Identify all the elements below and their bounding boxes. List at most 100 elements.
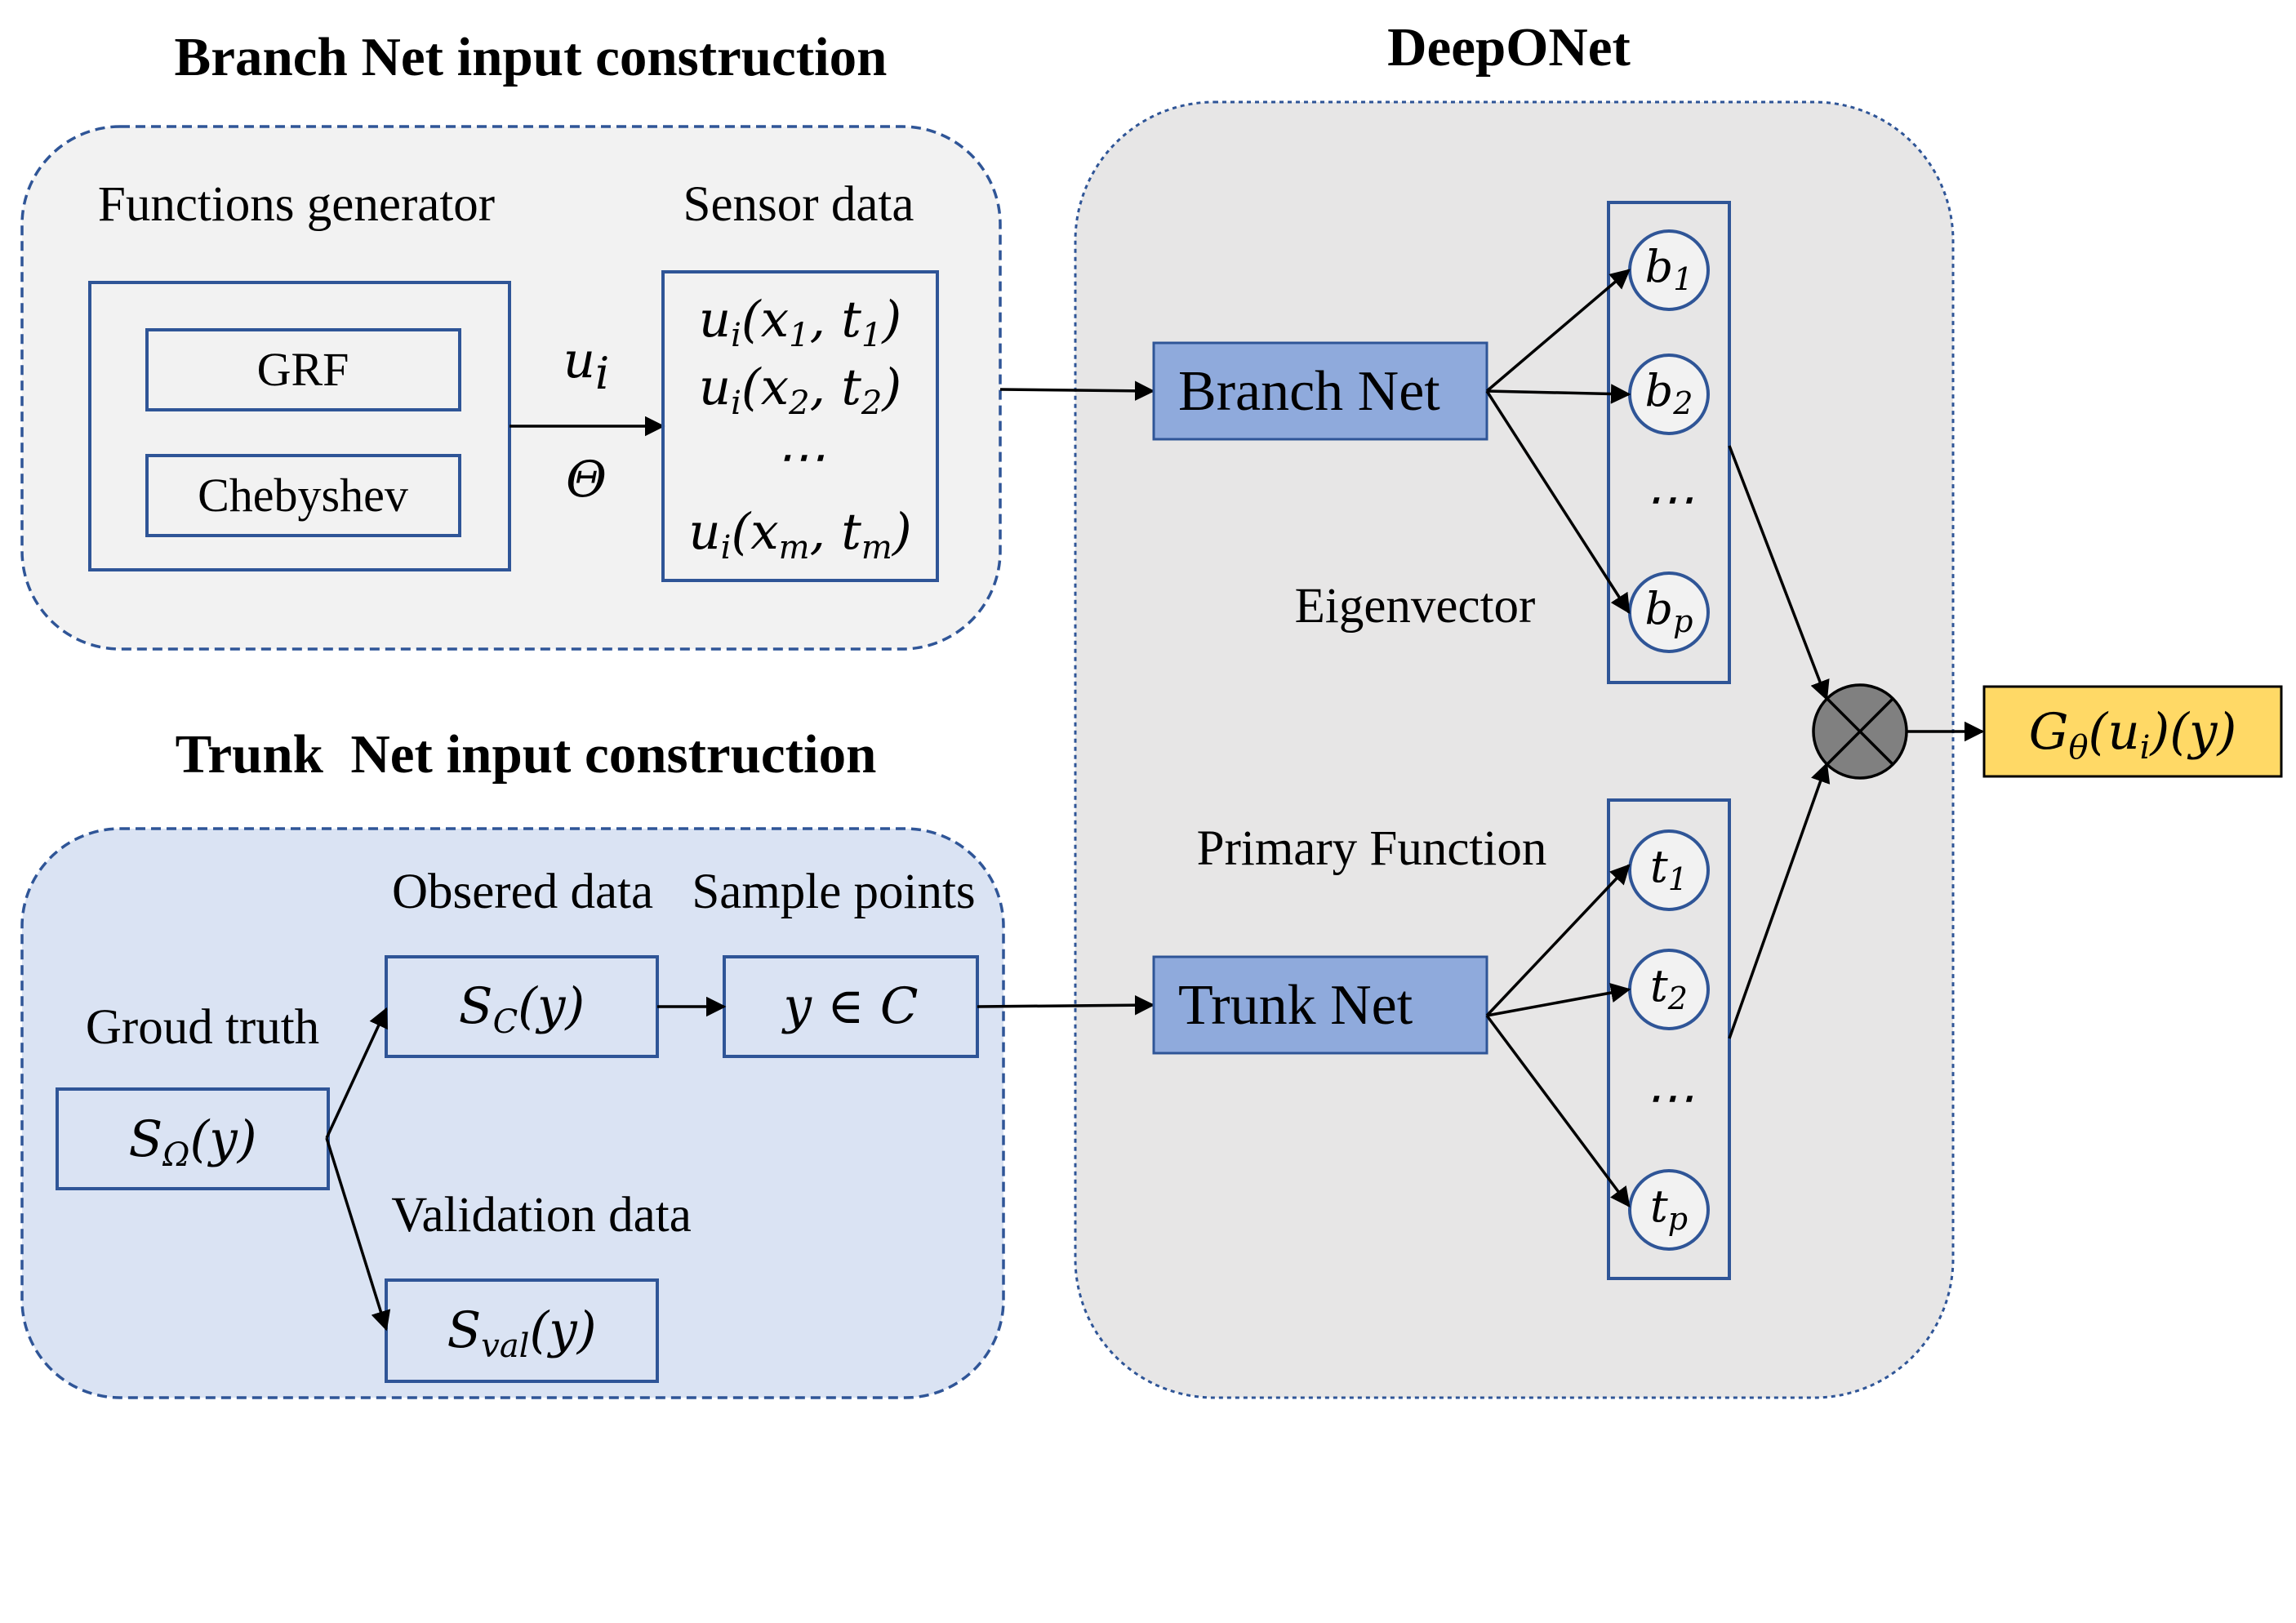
sensor-row-part: x xyxy=(761,358,789,416)
sensor-row-part: t xyxy=(841,358,861,416)
ground-truth-to-observed-arrow xyxy=(325,1007,388,1139)
sensor-row-subscript: m xyxy=(779,529,810,567)
sensor-row-part: u xyxy=(699,358,731,416)
t-node-base: t xyxy=(1650,960,1668,1012)
sensor-row-part: , xyxy=(810,291,842,349)
u-i-sub: i xyxy=(595,348,609,399)
sensor-row-part: ( xyxy=(741,291,762,349)
grf-box xyxy=(145,328,461,411)
s-val-base: S xyxy=(447,1301,481,1359)
trunk-fan-arrows xyxy=(1485,864,1631,1207)
grf-text: GRF xyxy=(257,343,349,396)
sensor-row-subscript: i xyxy=(731,385,741,422)
branch-fan-arrows xyxy=(1485,269,1631,615)
sensor-row-part: t xyxy=(841,291,861,349)
t-node-base: t xyxy=(1650,841,1668,892)
s-omega-arg: (y) xyxy=(189,1110,256,1168)
t-vector-to-product-arrow xyxy=(1728,762,1831,1039)
b-node-sub: p xyxy=(1673,603,1693,639)
s-val-sub: val xyxy=(481,1327,529,1365)
sensor-to-branch-net-arrow xyxy=(999,380,1155,402)
trunk-net-box xyxy=(1152,955,1488,1055)
t-node-sub: 1 xyxy=(1668,861,1688,897)
sensor-row-subscript: 2 xyxy=(788,385,809,422)
sample-to-trunk-net-arrow xyxy=(977,994,1155,1016)
sensor-row-subscript: i xyxy=(731,317,741,354)
sensor-rows: ui(x1, t1)ui(x2, t2)ui(xm, tm) xyxy=(688,291,911,567)
chebyshev-text: Chebyshev xyxy=(198,469,408,522)
s-omega-sub: Ω xyxy=(162,1136,189,1174)
sensor-row-part: ) xyxy=(880,358,901,416)
output-sub: θ xyxy=(2068,729,2088,767)
sensor-row-part: ) xyxy=(891,503,912,561)
trunk-net-text: Trunk Net xyxy=(1178,974,1413,1037)
t-node-circle xyxy=(1628,1169,1710,1251)
t-node-label: t2 xyxy=(1650,960,1688,1016)
multiply-icon xyxy=(1812,683,1908,780)
sensor-row-part: ( xyxy=(741,358,762,416)
sensor-row-part: x xyxy=(761,291,789,349)
functions-generator-label: Functions generator xyxy=(98,177,495,232)
b-node-base: b xyxy=(1645,241,1674,292)
t-vector-box xyxy=(1607,798,1731,1280)
sensor-data-label: Sensor data xyxy=(683,177,914,232)
s-omega-text: SΩ(y) xyxy=(128,1110,256,1174)
sensor-row-part: t xyxy=(841,503,861,561)
s-c-sub: C xyxy=(493,1003,518,1041)
sensor-row-part: u xyxy=(699,291,731,349)
s-c-arg: (y) xyxy=(518,977,585,1035)
output-box xyxy=(1982,685,2283,778)
t-node-sub: 2 xyxy=(1667,980,1688,1016)
t-node-base: t xyxy=(1650,1181,1668,1232)
t-node-sub: p xyxy=(1668,1201,1688,1237)
y-in-c-text: y ∈ C xyxy=(781,977,918,1035)
deeponet-title: DeepONet xyxy=(1387,17,1631,78)
s-val-arg: (y) xyxy=(529,1301,596,1359)
b-vector-box xyxy=(1607,201,1731,684)
theta-arrow-label: Θ xyxy=(566,451,607,509)
sensor-row-subscript: 1 xyxy=(861,317,882,354)
s-omega-base: S xyxy=(128,1110,162,1168)
primary-function-label: Primary Function xyxy=(1197,821,1547,876)
sensor-row: ui(x1, t1) xyxy=(699,291,901,354)
sensor-row-subscript: 2 xyxy=(861,385,882,422)
s-val-text: Sval(y) xyxy=(447,1301,596,1365)
sensor-row-part: , xyxy=(810,358,842,416)
output-tail: )(y) xyxy=(2148,703,2236,761)
t-node-label: tp xyxy=(1650,1181,1688,1237)
b-vector-to-product-arrow xyxy=(1728,445,1830,701)
sensor-row: ui(x2, t2) xyxy=(699,358,901,422)
b-node-label: b1 xyxy=(1645,241,1693,297)
output-base: G xyxy=(2029,703,2069,761)
observed-data-label: Obsered data xyxy=(392,865,653,919)
sensor-row-part: , xyxy=(810,503,842,561)
validation-data-label: Validation data xyxy=(391,1188,692,1243)
ground-truth-to-validation-arrow xyxy=(325,1137,391,1332)
sensor-row: ui(xm, tm) xyxy=(688,503,911,567)
sensor-data-box xyxy=(661,270,939,582)
t-ellipsis: ⋯ xyxy=(1644,1069,1694,1127)
sensor-ellipsis: ⋯ xyxy=(776,428,825,486)
b-node-label: b2 xyxy=(1645,365,1693,421)
trunk-input-title: Trunk Net input construction xyxy=(176,724,877,785)
output-text: Gθ(ui)(y) xyxy=(2029,703,2237,767)
ground-truth-label: Groud truth xyxy=(86,1000,319,1055)
sensor-row-subscript: m xyxy=(861,529,892,567)
sensor-row-part: x xyxy=(750,503,778,561)
sample-points-label: Sample points xyxy=(692,865,975,919)
output-mid-sub: i xyxy=(2140,729,2151,767)
b-node-sub: 1 xyxy=(1673,261,1693,297)
trunk-input-panel xyxy=(20,827,1005,1399)
output-mid: (u xyxy=(2089,703,2140,761)
sensor-row-subscript: 1 xyxy=(789,317,809,354)
b-node-label: bp xyxy=(1645,583,1693,639)
b-node-base: b xyxy=(1645,583,1674,634)
sensor-row-part: ) xyxy=(880,291,901,349)
b-node-base: b xyxy=(1645,365,1674,416)
branch-input-title: Branch Net input construction xyxy=(175,27,888,87)
u-i-arrow-label: ui xyxy=(563,331,610,399)
u-i-base: u xyxy=(563,331,595,389)
sensor-row-subscript: i xyxy=(721,529,732,567)
